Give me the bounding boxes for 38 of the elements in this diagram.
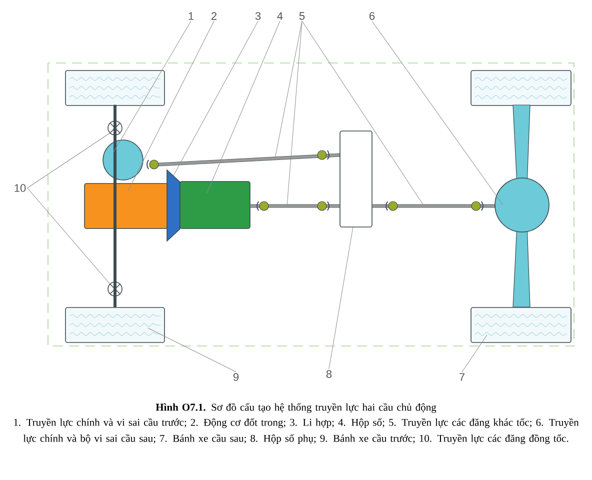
- callout-number: 6: [370, 12, 375, 20]
- wheel: [65, 307, 165, 343]
- wheel: [65, 70, 165, 106]
- drive-shaft: [372, 201, 496, 211]
- gearbox: [180, 181, 250, 229]
- callout-number: 9: [233, 373, 239, 381]
- caption-text: 1. Truyền lực chính và vi sai cầu trước; 2. Động cơ đốt trong; 3. Li hợp; 4. Hộp số; 5. Truyền lực các đăng khác tốc; 6. Truyền lực chính và bộ vi sai cầu sau; 7. Bánh xe cầu sau; 8. Hộp số phụ; 9. Bánh xe cầu trước; 10. Truyền lực các đăng đồng tốc.: [14, 418, 579, 444]
- callout-number: 2: [212, 12, 216, 20]
- drive-shaft: [250, 201, 340, 211]
- engine-block: [84, 183, 168, 229]
- front-differential: [102, 140, 144, 180]
- leader-line: [328, 226, 354, 370]
- rear-differential: [494, 104, 550, 308]
- leader-line: [302, 20, 424, 206]
- leader-line: [112, 20, 192, 154]
- drive-shaft: [146, 150, 340, 170]
- leader-line: [148, 328, 236, 372]
- leader-line: [206, 20, 280, 194]
- leader-line: [27, 132, 110, 188]
- transfer-box: [340, 130, 372, 228]
- leader-line: [372, 20, 504, 206]
- front-axle: [114, 104, 116, 308]
- callout-number: 5: [299, 12, 305, 20]
- callout-number: 3: [255, 12, 261, 20]
- leader-line: [128, 20, 214, 192]
- leader-line: [173, 20, 258, 176]
- callout-number: 7: [460, 373, 464, 381]
- leader-line: [27, 188, 110, 284]
- callout-number: 4: [277, 12, 283, 20]
- callout-number: 1: [188, 12, 194, 20]
- callout-number: 10: [14, 184, 26, 192]
- leader-line: [274, 20, 302, 159]
- wheel: [470, 307, 572, 343]
- callout-number: 8: [326, 370, 332, 378]
- figure-caption: Hình O7.1. Sơ đồ cấu tạo hệ thống truyền lực hai cầu chủ động: [156, 403, 436, 413]
- leader-line: [462, 334, 488, 372]
- leader-line: [286, 20, 302, 206]
- wheel: [470, 70, 572, 106]
